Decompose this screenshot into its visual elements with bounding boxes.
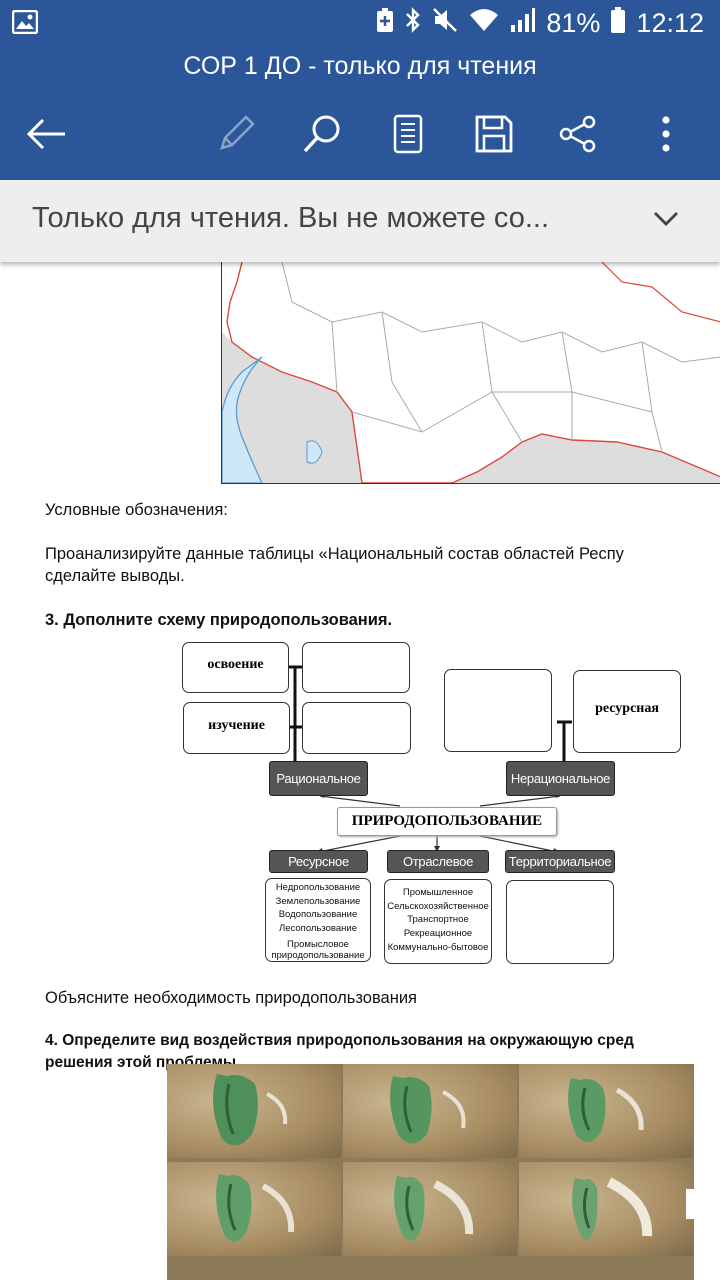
gallery-notification-icon	[11, 9, 39, 39]
readonly-banner-text: Только для чтения. Вы не можете со...	[32, 202, 550, 234]
satellite-tile	[519, 1064, 693, 1158]
analyze-instruction-line1: Проанализируйте данные таблицы «Национал…	[45, 545, 624, 563]
analyze-instruction-line2: сделайте выводы.	[45, 567, 185, 585]
explain-instruction: Объясните необходимость природопользован…	[45, 989, 417, 1007]
search-button[interactable]	[298, 110, 346, 158]
irrational-box: Нерациональное	[506, 761, 615, 796]
pencil-icon	[220, 115, 255, 150]
satellite-tile	[519, 1162, 693, 1256]
signal-icon	[510, 7, 536, 40]
bluetooth-icon	[404, 6, 422, 41]
legend-label: Условные обозначения:	[45, 501, 228, 519]
satellite-tile	[343, 1162, 517, 1256]
back-button[interactable]	[22, 110, 70, 158]
aral-sea-satellite-images	[167, 1064, 694, 1280]
resource-item: Землепользование	[275, 895, 361, 907]
edit-button[interactable]	[212, 110, 260, 158]
mobile-view-icon	[393, 114, 423, 154]
task4-line1: 4. Определите вид воздействия природопол…	[45, 1032, 634, 1049]
satellite-tile	[167, 1162, 341, 1256]
blank-box-2[interactable]	[302, 702, 411, 754]
resource-list: Недропользование Землепользование Водопо…	[266, 881, 370, 961]
share-button[interactable]	[554, 110, 602, 158]
chevron-down-icon[interactable]	[652, 210, 680, 233]
more-options-button[interactable]	[642, 110, 690, 158]
resource-box: Ресурсное	[269, 850, 368, 873]
mobile-view-button[interactable]	[384, 110, 432, 158]
status-indicators: 81% 12:12	[376, 6, 704, 41]
more-vertical-icon	[662, 116, 670, 152]
osvoenie-box: освоение	[182, 642, 289, 693]
branch-item: Коммунально-бытовое	[387, 941, 489, 953]
wifi-icon	[468, 7, 500, 40]
kazakhstan-map	[221, 262, 720, 484]
branch-item: Промышленное	[402, 887, 474, 898]
resource-item: Водопользование	[278, 909, 358, 921]
search-icon	[303, 115, 340, 153]
clock: 12:12	[636, 8, 704, 38]
branch-list-box: Промышленное Сельскохозяйственное Трансп…	[384, 879, 492, 964]
branch-item: Рекреационное	[403, 928, 473, 940]
resource-list-box: Недропользование Землепользование Водопо…	[265, 878, 371, 962]
branch-list: Промышленное Сельскохозяйственное Трансп…	[385, 886, 491, 955]
readonly-banner[interactable]: Только для чтения. Вы не можете со...	[0, 180, 720, 262]
share-icon	[559, 115, 596, 153]
mute-icon	[432, 7, 458, 40]
branch-box: Отраслевое	[387, 850, 489, 873]
arrow-left-icon	[26, 118, 65, 150]
branch-item: Транспортное	[407, 914, 469, 926]
resource-item: Промысловое	[287, 938, 349, 950]
blank-box-1[interactable]	[302, 642, 410, 693]
battery-saver-icon	[376, 7, 394, 40]
resource-item: Лесопользование	[279, 923, 357, 935]
document-title: СОР 1 ДО - только для чтения	[183, 52, 537, 80]
app-bar: 81% 12:12 СОР 1 ДО - только для чтения	[0, 0, 720, 180]
image-gap	[686, 1189, 694, 1219]
battery-percent: 81%	[546, 8, 601, 38]
blank-box-4[interactable]	[506, 880, 614, 964]
center-box: ПРИРОДОПОЛЬЗОВАНИЕ	[337, 807, 557, 836]
rational-box: Рациональное	[269, 761, 368, 796]
resursnaya-label: ресурсная	[595, 701, 659, 716]
satellite-tile	[343, 1064, 517, 1158]
save-button[interactable]	[470, 110, 518, 158]
branch-item: Сельскохозяйственное	[387, 900, 489, 912]
task3-heading: 3. Дополните схему природопользования.	[45, 611, 393, 629]
resource-item: Недропользование	[275, 882, 361, 893]
resource-item: природопользование	[271, 949, 365, 961]
territorial-box: Территориальное	[505, 850, 615, 873]
izuchenie-label: изучение	[208, 718, 265, 733]
izuchenie-box: изучение	[183, 702, 290, 754]
osvoenie-label: освоение	[207, 657, 264, 672]
battery-icon	[610, 6, 626, 41]
save-icon	[475, 115, 513, 153]
blank-box-3[interactable]	[444, 669, 552, 752]
satellite-tile	[167, 1064, 341, 1158]
resursnaya-box: ресурсная	[573, 670, 681, 753]
